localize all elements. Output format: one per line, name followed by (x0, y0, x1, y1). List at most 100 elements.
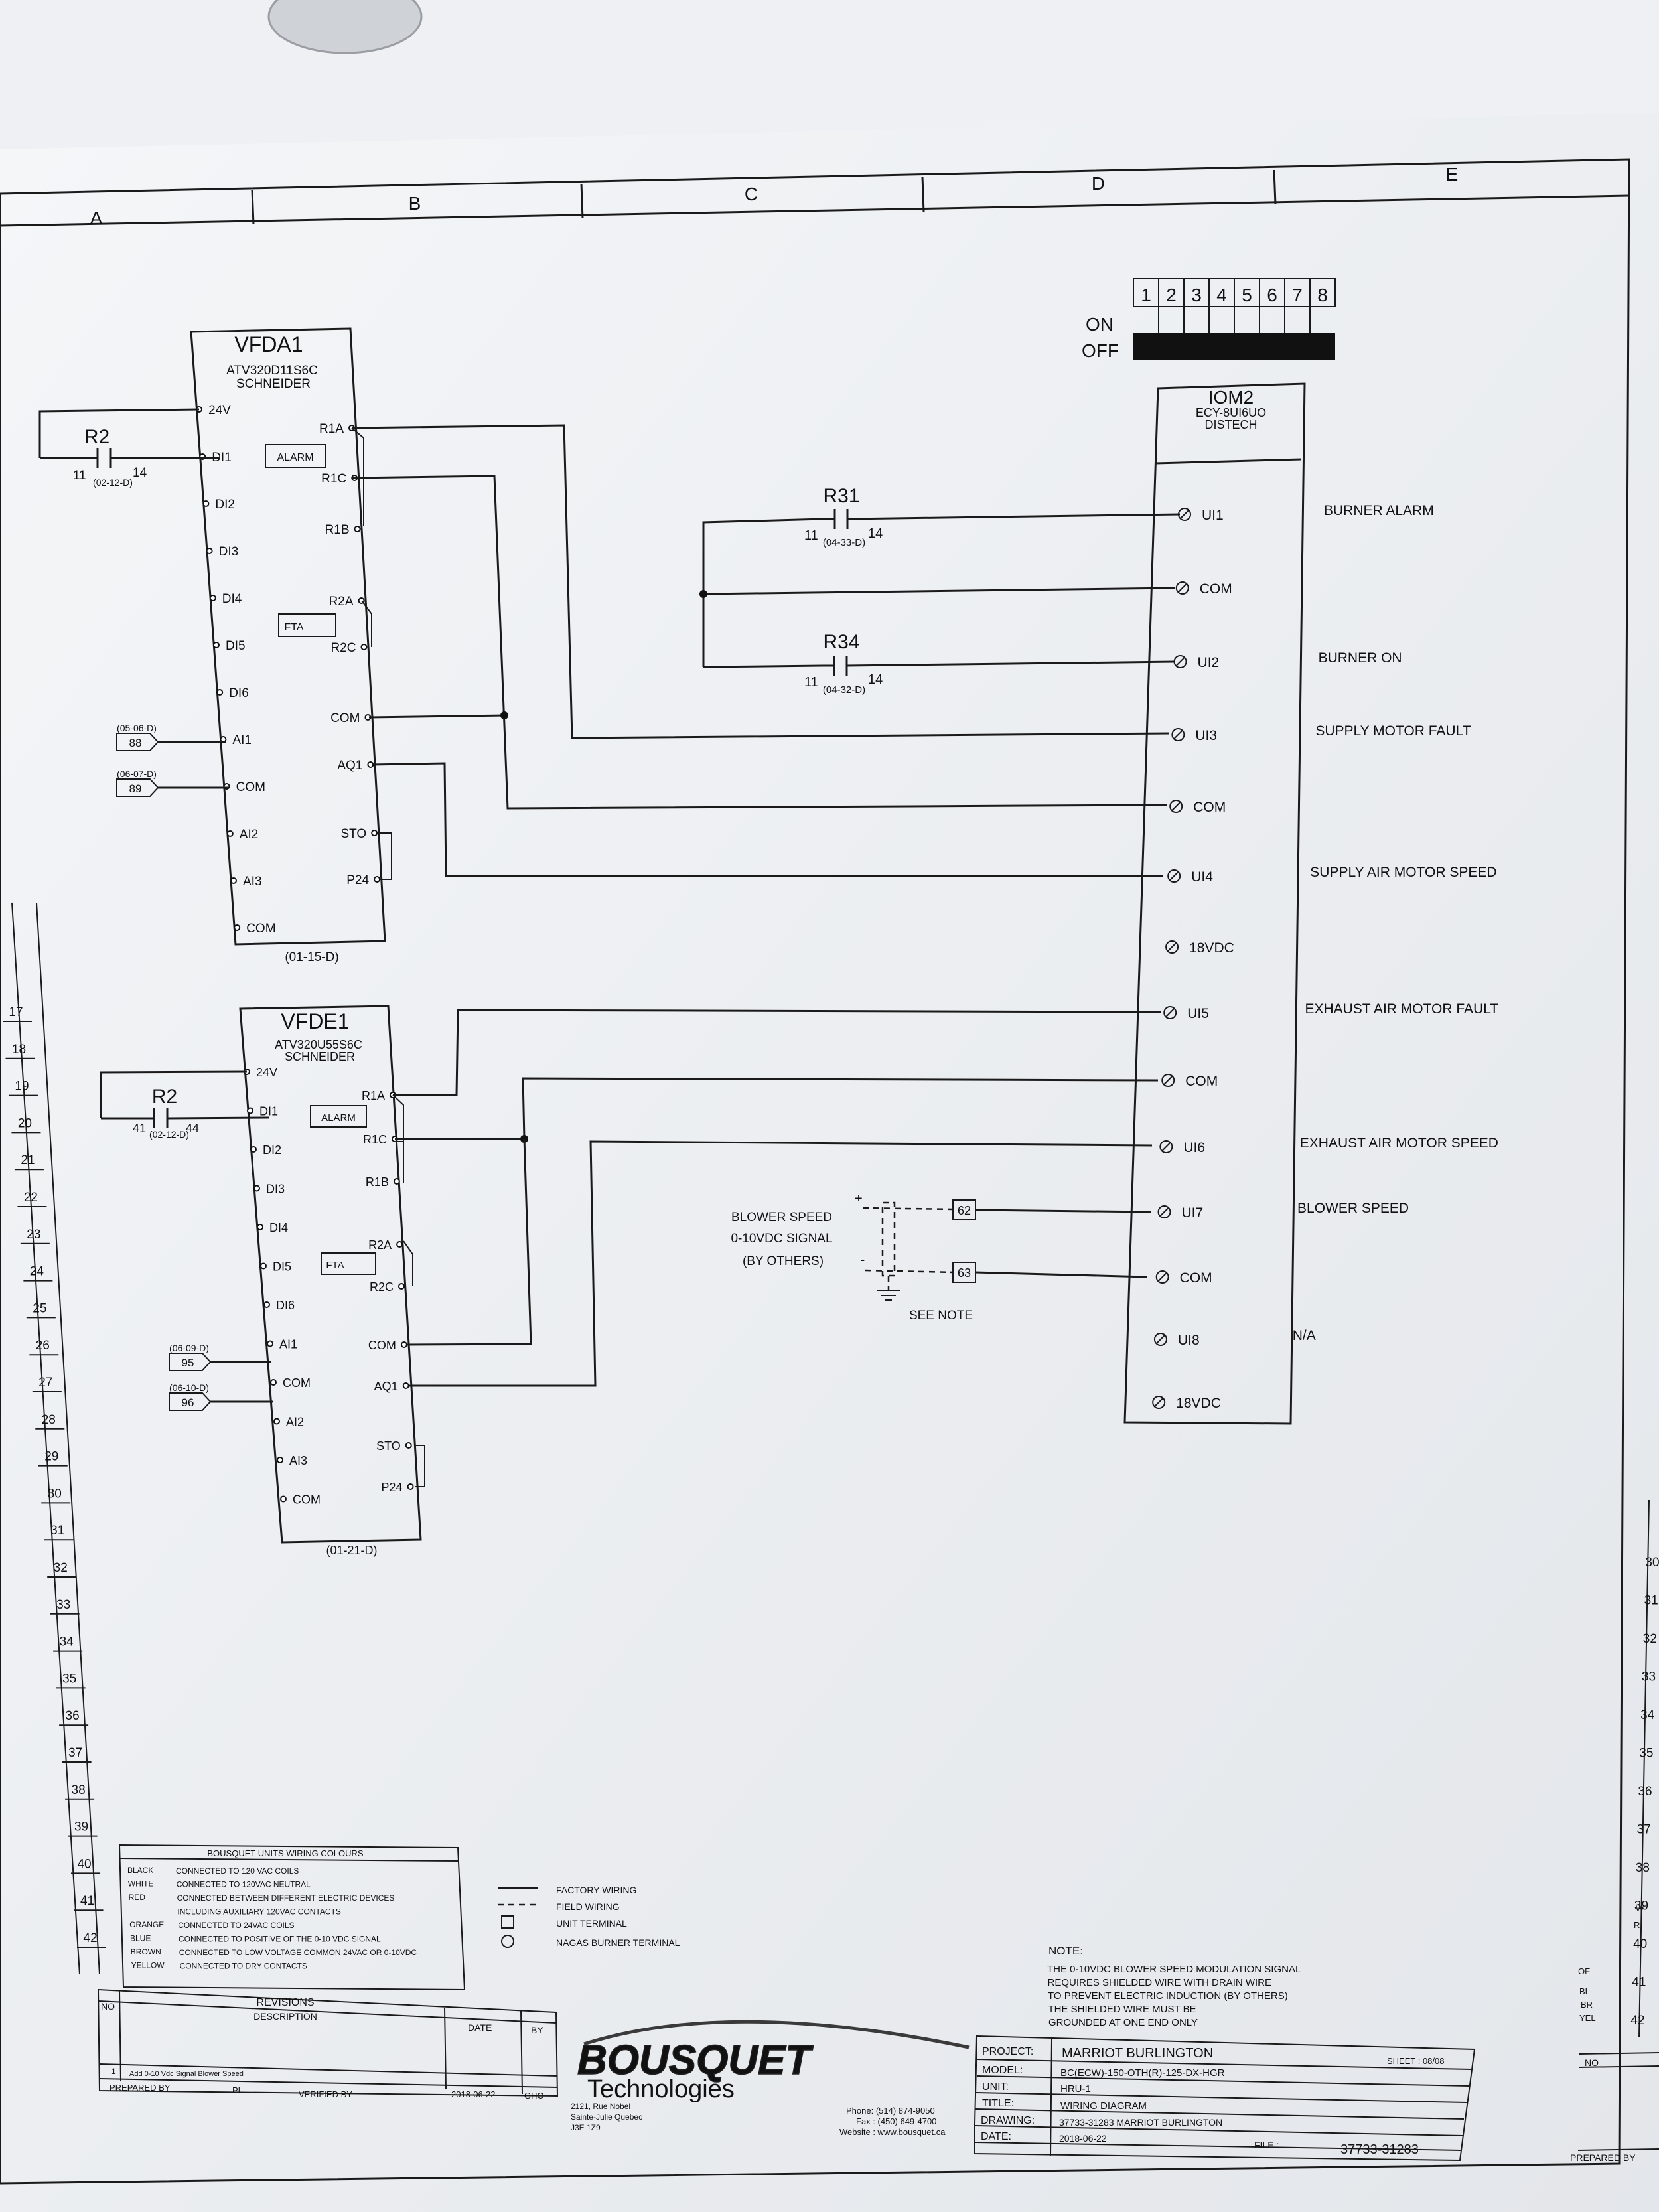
next-sheet-prepared: PREPARED BY (1570, 2152, 1636, 2163)
revisions-no: NO (101, 2001, 115, 2012)
pin-terminal (247, 1107, 253, 1114)
company-address-line: 2121, Rue Nobel (571, 2102, 630, 2111)
note-line: TO PREVENT ELECTRIC INDUCTION (BY OTHERS… (1048, 1990, 1288, 2002)
r31-left: 11 (804, 528, 818, 543)
pin-terminal (354, 526, 361, 532)
pin-terminal (263, 1301, 270, 1308)
see-note: SEE NOTE (909, 1309, 973, 1323)
vfde1-relay-name: R2 (152, 1086, 177, 1108)
screw-terminal-icon (1155, 1270, 1169, 1284)
column-divider (580, 183, 584, 219)
revisions-block: REVISIONS NO DESCRIPTION DATE BY 1 Add 0… (97, 1988, 559, 2101)
right-row-strip-edge (1638, 1499, 1650, 2038)
right-row-number: 35 (1639, 1747, 1653, 1761)
column-divider (921, 177, 925, 212)
screw-terminal-icon (1159, 1140, 1173, 1153)
pin-terminal (273, 1418, 280, 1425)
iom2-terminal-com: COM (1161, 1074, 1218, 1089)
right-row-number: 40 (1633, 1937, 1647, 1951)
r34-right: 14 (868, 672, 883, 687)
right-row-number: 32 (1643, 1632, 1657, 1646)
wiring-colour-name: YELLOW (131, 1961, 165, 1970)
right-row-number: 37 (1637, 1823, 1651, 1837)
company-web: Website : www.bousquet.ca (839, 2127, 946, 2137)
vfda1-wires (351, 424, 1170, 877)
company-address-line: Sainte-Julie Quebec (571, 2112, 642, 2122)
pin-terminal (277, 1457, 283, 1463)
vfde1-pin-com: COM (368, 1339, 396, 1352)
wiring-colour-desc: CONNECTED TO DRY CONTACTS (180, 1962, 307, 1971)
next-sheet-fragment-text: BL (1579, 1986, 1590, 1996)
top-sheet (0, 0, 1659, 156)
vfda1-pin-com: COM (330, 711, 360, 725)
right-row-number: 39 (1634, 1899, 1648, 1913)
dip-position-8: 8 (1317, 285, 1328, 305)
pin-terminal (260, 1262, 267, 1270)
screw-slot (1165, 1008, 1175, 1017)
iom2-terminal-label: COM (1200, 581, 1232, 597)
vfde1-pin-com: COM (283, 1376, 311, 1390)
vfda1-tag-arrow (116, 733, 159, 751)
vfda1-pin-ai1: AI1 (232, 733, 252, 747)
iom2-terminal-ui7: UI7 (1157, 1205, 1203, 1220)
vfda1-pin-di6: DI6 (229, 686, 249, 700)
iom2-terminal-label: UI1 (1202, 508, 1224, 523)
vfde1-pin-r2c: R2C (370, 1280, 394, 1293)
screw-terminal-icon (1157, 1205, 1171, 1218)
iom2-function-label: EXHAUST AIR MOTOR FAULT (1305, 1001, 1498, 1017)
column-label-C: C (745, 184, 758, 204)
vfda1-pin-di1: DI1 (212, 451, 232, 465)
company-fax: Fax : (450) 649-4700 (856, 2116, 936, 2126)
model-value: BC(ECW)-150-OTH(R)-125-DX-HGR (1060, 2067, 1225, 2079)
iom2-terminal-label: 18VDC (1189, 940, 1234, 956)
vfde1-relay-left: 41 (133, 1122, 146, 1135)
iom2-function-label: N/A (1293, 1328, 1316, 1343)
vfde1-pin-ai1: AI1 (279, 1338, 297, 1351)
blower-line2: 0-10VDC SIGNAL (731, 1232, 832, 1246)
wiring-colour-name: BLUE (130, 1934, 151, 1943)
pin-terminal (374, 876, 381, 883)
screw-terminal-icon (1167, 869, 1181, 883)
vfde1-tag-ref: (06-10-D) (169, 1382, 209, 1393)
row-number: 26 (36, 1339, 50, 1353)
legend-label: FIELD WIRING (556, 1901, 620, 1912)
vfde1-wires (393, 1009, 1162, 1387)
company-subname: Technologies (587, 2075, 735, 2103)
row-number: 20 (18, 1116, 32, 1130)
vfda1-relay-right: 14 (133, 466, 147, 480)
verified-by: VERIFIED BY (299, 2089, 352, 2099)
next-sheet-fragment-text: BR (1581, 2000, 1593, 2010)
vfda1-tag-ref: (05-06-D) (117, 723, 157, 733)
vfde1-pin-aq1: AQ1 (374, 1380, 398, 1393)
column-label-A: A (90, 208, 103, 228)
pin-terminal (371, 830, 378, 836)
blower-speed-signal: BLOWER SPEED 0-10VDC SIGNAL (BY OTHERS) … (731, 1191, 1151, 1323)
note-block: NOTE: THE 0-10VDC BLOWER SPEED MODULATIO… (1047, 1945, 1301, 2028)
company-name: BOUSQUET (577, 2037, 814, 2083)
vfde1-tag-number: 95 (182, 1357, 194, 1369)
vfda1-relay-name: R2 (84, 426, 109, 448)
pin-terminal (402, 1382, 409, 1389)
title-key: TITLE: (982, 2098, 1014, 2109)
iom2-name: IOM2 (1208, 387, 1254, 407)
pin-terminal (393, 1178, 400, 1185)
revisions-by: BY (531, 2025, 543, 2035)
row-number: 42 (83, 1931, 97, 1945)
pin-terminal (407, 1483, 414, 1490)
right-row-number: 31 (1644, 1594, 1658, 1608)
vfde1-maker: SCHNEIDER (285, 1050, 355, 1063)
vfde1-pin-di2: DI2 (263, 1143, 281, 1157)
iom2-function-label: BURNER ALARM (1324, 503, 1434, 518)
vfde1-tag-ref: (06-09-D) (169, 1343, 209, 1353)
revision-1-no: 1 (111, 2067, 116, 2076)
legend-label: FACTORY WIRING (556, 1885, 636, 1895)
iom2-function-label: SUPPLY MOTOR FAULT (1315, 723, 1471, 739)
dip-position-2: 2 (1166, 285, 1177, 305)
column-label-B: B (409, 193, 421, 214)
pin-terminal (405, 1442, 412, 1449)
vfda1-pin-r1a: R1A (319, 422, 344, 436)
row-number: 18 (12, 1043, 26, 1057)
iom2-maker: DISTECH (1204, 418, 1257, 431)
